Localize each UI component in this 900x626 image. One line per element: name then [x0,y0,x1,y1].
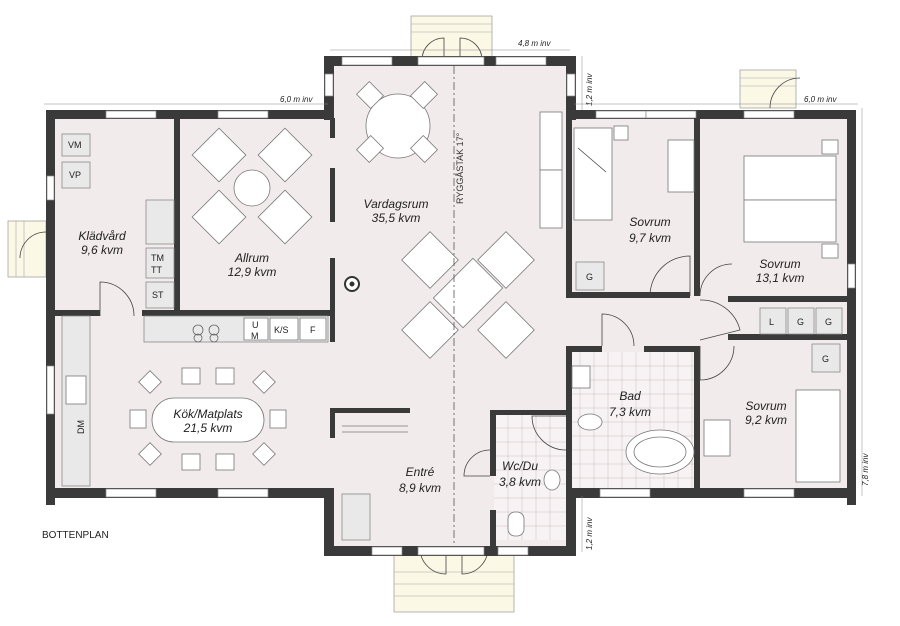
porch-bottom [393,547,515,613]
dimension-marks: 6,0 m inv 4,8 m inv 1,2 m inv 6,0 m inv … [44,39,870,552]
room-allrum-area: 12,9 kvm [228,265,277,279]
roof-pitch-label: RYGGÅSTAK 17° [455,132,465,204]
wardrobe-1-label: G [586,272,593,282]
vardagsrum-furniture [344,80,563,359]
washing-machine-label: VM [68,140,82,150]
room-labels: Klädvård 9,6 kvm Allrum 12,9 kvm Vardags… [78,197,804,495]
room-entre-area: 8,9 kvm [399,481,441,495]
room-wc-area: 3,8 kvm [499,475,541,489]
porch-right-top [739,69,801,109]
room-kok-area: 21,5 kvm [183,421,233,435]
fridge-freezer-label: K/S [274,325,289,335]
room-kladvard-name: Klädvård [78,229,126,243]
windows [46,56,856,556]
wardrobe-3-label: G [825,317,832,327]
dimension-5: 7,8 m inv [861,453,870,486]
dimension-1: 6,0 m inv [280,95,313,104]
wardrobe-2-label: G [797,317,804,327]
sovrum1-furniture: G [573,125,695,291]
interior-walls [54,118,848,548]
dimension-6: 1,2 m inv [585,517,594,550]
wardrobe-4-label: G [822,354,829,364]
room-entre-name: Entré [406,465,435,479]
drying-cabinet-label: TT [151,265,162,275]
room-bad-name: Bad [619,389,641,403]
laundry-sink [145,199,175,245]
dimension-2: 4,8 m inv [518,39,551,48]
room-sovrum1-name: Sovrum [629,215,670,229]
dimension-4: 6,0 m inv [804,95,837,104]
room-sovrum3-name: Sovrum [745,399,786,413]
room-sovrum2-name: Sovrum [759,257,800,271]
tumble-dryer [145,247,175,279]
room-sovrum1-area: 9,7 kvm [629,231,671,245]
porch-left [7,220,47,278]
porch-top [410,15,493,61]
tumble-dryer-label: TM [151,253,164,263]
room-vardagsrum-name: Vardagsrum [364,197,429,211]
washer-dryer-label: VP [69,170,81,180]
door-swings [99,255,741,477]
microwave-label: M [251,331,259,341]
washing-machine [61,133,91,157]
storage-unit-label: ST [152,290,164,300]
plan-caption: BOTTENPLAN [42,530,109,541]
room-bad-area: 7,3 kvm [609,405,651,419]
freezer-label: F [310,325,316,335]
room-allrum-name: Allrum [234,251,269,265]
oven-label: U [252,320,259,330]
room-wc-name: Wc/Du [502,459,538,473]
washer-dryer [61,161,91,189]
bath-fixtures [507,365,695,537]
dimension-3: 1,2 m inv [585,73,594,106]
sovrum3-furniture: G [703,343,841,483]
room-sovrum3-area: 9,2 kvm [745,413,787,427]
storage-unit [145,281,175,309]
sovrum2-furniture: L G G [743,139,843,335]
room-vardagsrum-area: 35,5 kvm [372,211,421,225]
room-kok-name: Kök/Matplats [173,407,242,421]
room-sovrum2-area: 13,1 kvm [756,271,805,285]
allrum-furniture [191,127,313,245]
entre-fixtures [341,425,408,541]
linen-cabinet-label: L [769,317,774,327]
kitchen-counters: U M K/S F DM [61,315,329,487]
room-kladvard-area: 9,6 kvm [81,243,123,257]
kladvard-fixtures: VM VP TM TT ST [61,133,175,309]
dishwasher-label: DM [76,420,86,434]
dining-furniture [129,367,287,471]
roof-ridge: RYGGÅSTAK 17° [453,66,465,546]
